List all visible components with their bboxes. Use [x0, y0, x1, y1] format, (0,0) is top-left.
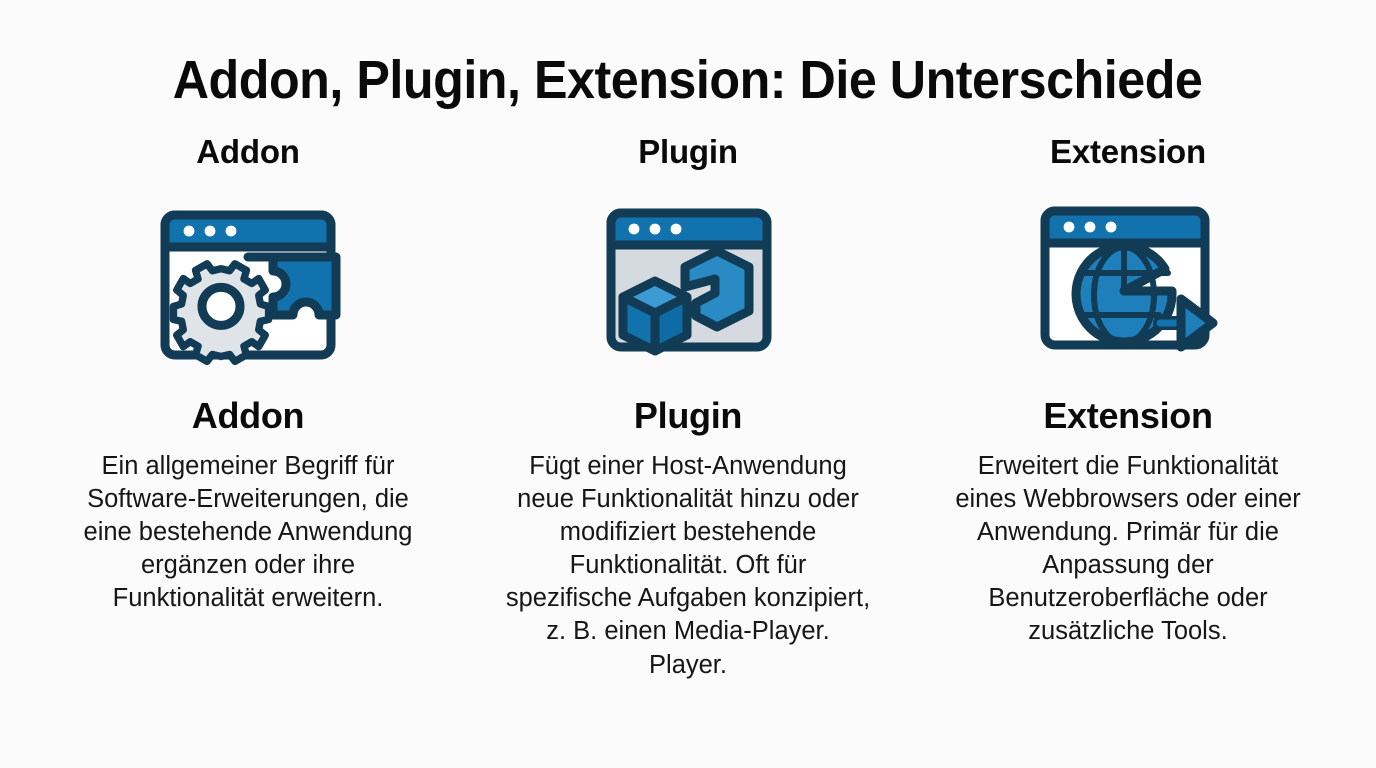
column-plugin-top-label: Plugin [638, 132, 738, 170]
column-plugin: Plugin [468, 135, 908, 682]
column-extension-top-label: Extension [1050, 132, 1206, 170]
page-title: Addon, Plugin, Extension: Die Unterschie… [173, 50, 1203, 110]
columns-container: Addon [0, 135, 1376, 682]
column-extension: Extension [908, 135, 1348, 649]
column-addon-description: Ein allgemeiner Begriff für Software-Erw… [83, 451, 413, 613]
column-addon: Addon [28, 135, 468, 616]
column-plugin-description: Fügt einer Host-Anwendung neue Funktiona… [505, 451, 871, 679]
column-plugin-name: Plugin [633, 394, 743, 436]
column-addon-top-label: Addon [196, 132, 300, 170]
extension-window-globe-arrow-icon [1028, 190, 1228, 380]
column-addon-name: Addon [191, 394, 305, 436]
addon-window-puzzle-gear-icon [148, 190, 348, 380]
column-extension-description: Erweitert die Funktionalität eines Webbr… [955, 451, 1301, 646]
column-extension-name: Extension [1043, 394, 1213, 436]
plugin-window-block-cube-icon [588, 190, 788, 380]
